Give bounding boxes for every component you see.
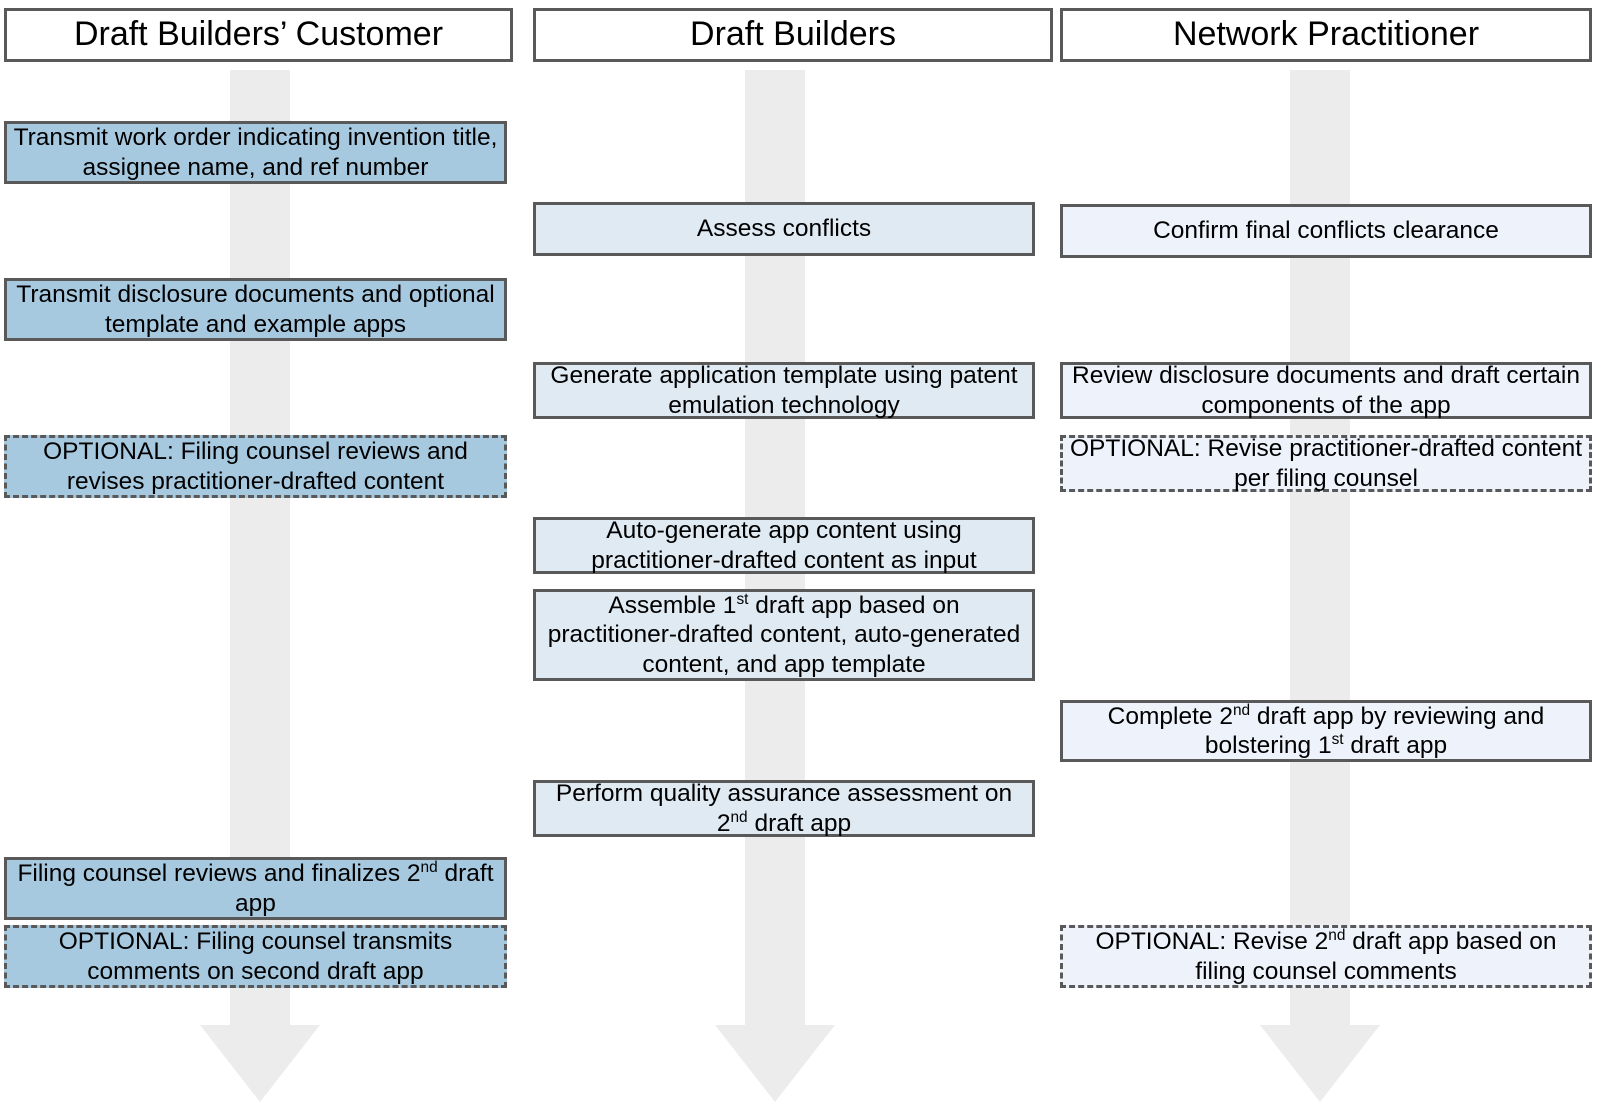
step-label: OPTIONAL: Filing counsel transmits comme…	[58, 928, 453, 985]
step-label: Confirm final conflicts clearance	[1153, 217, 1499, 245]
step-review-disclosure-documents[interactable]: Review disclosure documents and draft ce…	[1060, 362, 1592, 419]
step-optional-filing-counsel-reviews[interactable]: OPTIONAL: Filing counsel reviews and rev…	[4, 435, 507, 498]
step-label: OPTIONAL: Revise practitioner-drafted co…	[1070, 435, 1582, 492]
down-arrow-icon-head	[200, 1025, 320, 1102]
step-label: Assemble 1st draft app based on practiti…	[547, 591, 1021, 678]
step-label: Transmit work order indicating invention…	[13, 124, 498, 181]
step-label: Generate application template using pate…	[550, 362, 1018, 419]
step-label: Review disclosure documents and draft ce…	[1072, 362, 1580, 419]
step-label: OPTIONAL: Revise 2nd draft app based on …	[1095, 927, 1557, 985]
step-assess-conflicts[interactable]: Assess conflicts	[533, 202, 1035, 256]
lane-header-network-practitioner: Network Practitioner	[1060, 8, 1592, 62]
step-label: Perform quality assurance assessment on …	[555, 780, 1013, 837]
step-optional-transmit-comments[interactable]: OPTIONAL: Filing counsel transmits comme…	[4, 925, 507, 988]
step-filing-counsel-finalizes[interactable]: Filing counsel reviews and finalizes 2nd…	[4, 857, 507, 920]
step-complete-second-draft-app[interactable]: Complete 2nd draft app by reviewing and …	[1060, 700, 1592, 762]
down-arrow-icon-head	[1260, 1025, 1380, 1102]
step-perform-quality-assurance[interactable]: Perform quality assurance assessment on …	[533, 780, 1035, 837]
step-transmit-work-order[interactable]: Transmit work order indicating invention…	[4, 121, 507, 184]
lane-header-draft-builders: Draft Builders	[533, 8, 1053, 62]
step-transmit-disclosure-documents[interactable]: Transmit disclosure documents and option…	[4, 278, 507, 341]
lane-title-network-practitioner: Network Practitioner	[1172, 15, 1480, 54]
step-auto-generate-app-content[interactable]: Auto-generate app content using practiti…	[533, 517, 1035, 574]
step-optional-revise-practitioner-drafted[interactable]: OPTIONAL: Revise practitioner-drafted co…	[1060, 435, 1592, 492]
step-generate-application-template[interactable]: Generate application template using pate…	[533, 362, 1035, 419]
lane-title-draft-builders: Draft Builders	[690, 15, 896, 54]
lane-header-customer: Draft Builders’ Customer	[4, 8, 513, 62]
lane-title-customer: Draft Builders’ Customer	[73, 15, 444, 54]
step-label: Complete 2nd draft app by reviewing and …	[1107, 701, 1545, 759]
step-assemble-first-draft-app[interactable]: Assemble 1st draft app based on practiti…	[533, 589, 1035, 681]
step-label: Filing counsel reviews and finalizes 2nd…	[17, 859, 494, 917]
step-confirm-final-conflicts-clearance[interactable]: Confirm final conflicts clearance	[1060, 204, 1592, 258]
step-label: Auto-generate app content using practiti…	[591, 517, 977, 574]
step-optional-revise-second-draft-app[interactable]: OPTIONAL: Revise 2nd draft app based on …	[1060, 925, 1592, 988]
step-label: Assess conflicts	[696, 215, 872, 243]
step-label: OPTIONAL: Filing counsel reviews and rev…	[43, 438, 468, 495]
down-arrow-icon-head	[715, 1025, 835, 1102]
step-label: Transmit disclosure documents and option…	[16, 281, 495, 338]
